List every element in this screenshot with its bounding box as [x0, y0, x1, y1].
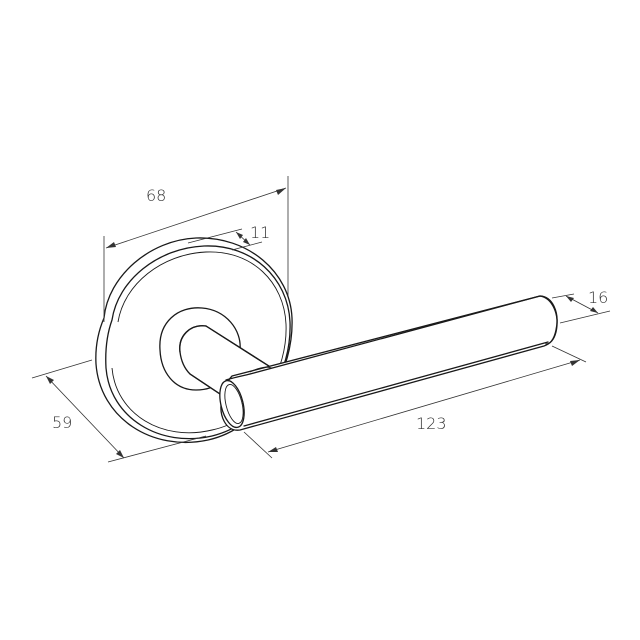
- dimension-rose-thickness: 11: [187, 223, 270, 251]
- lever-bar: [219, 295, 558, 431]
- dimension-label-11: 11: [250, 223, 270, 242]
- dimension-label-123: 123: [416, 414, 447, 433]
- dimension-label-16: 16: [588, 288, 608, 307]
- dimension-rose-depth: 59: [31, 359, 207, 463]
- dimension-label-59: 59: [52, 413, 72, 432]
- dimension-rose-width: 68: [103, 176, 289, 322]
- dimension-label-68: 68: [146, 186, 166, 205]
- dimension-lever-diameter: 16: [551, 288, 611, 324]
- dimension-lever-length: 123: [243, 345, 587, 459]
